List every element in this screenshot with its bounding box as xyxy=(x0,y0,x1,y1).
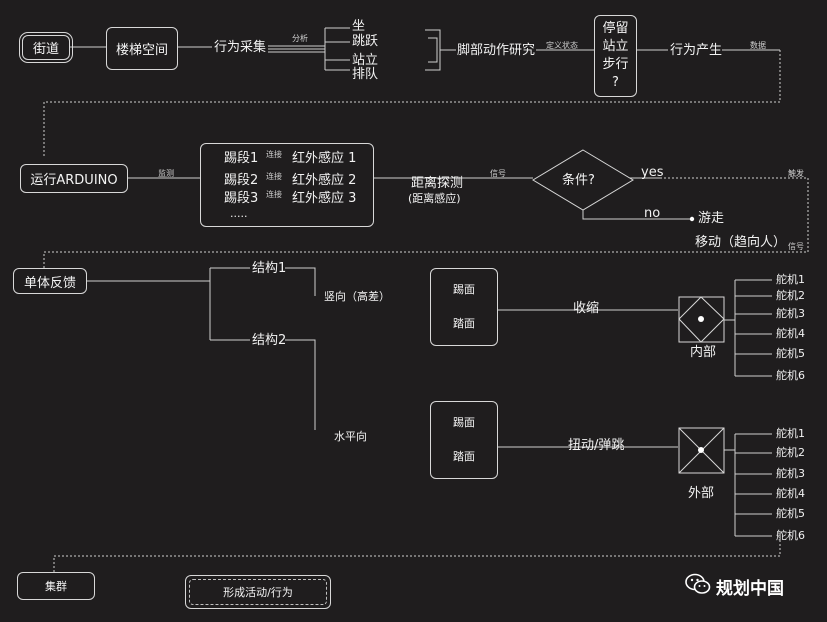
arduino-label: 运行ARDUINO xyxy=(30,173,118,188)
behavior-jump: 跳跃 xyxy=(352,34,379,49)
form-activity-label: 形成活动/行为 xyxy=(223,586,293,599)
servo-b6: 舵机6 xyxy=(776,529,805,542)
behavior-collect-label: 行为采集 xyxy=(214,40,267,55)
step-face-node-2: 踢面 踏面 xyxy=(430,401,498,479)
behavior-produce-label: 行为产生 xyxy=(670,43,723,58)
connect-label-3: 连接 xyxy=(266,190,282,199)
form-activity-node: 形成活动/行为 xyxy=(185,575,331,609)
walk-away-label: 游走 xyxy=(698,211,725,226)
state-stay: 停留 xyxy=(602,21,629,37)
watermark-text: 规划中国 xyxy=(716,579,784,599)
unit-feedback-label: 单体反馈 xyxy=(23,275,76,291)
states-node: 停留 站立 步行 ? xyxy=(594,15,637,97)
servo-b1: 舵机1 xyxy=(776,427,805,440)
servo-b4: 舵机4 xyxy=(776,487,805,500)
servo-a2: 舵机2 xyxy=(776,289,805,302)
sensor-2: 红外感应 2 xyxy=(292,173,357,188)
sensor-group-node xyxy=(200,143,374,227)
twist-jump-label: 扭动/弹跳 xyxy=(568,438,625,453)
arduino-node: 运行ARDUINO xyxy=(20,164,128,193)
stair-space-node: 楼梯空间 xyxy=(106,27,178,70)
connect-label-1: 连接 xyxy=(266,150,282,159)
move-toward-label: 移动（趋向人） xyxy=(695,235,787,250)
step-3: 踢段3 xyxy=(224,191,259,206)
servo-a3: 舵机3 xyxy=(776,307,805,320)
servo-a4: 舵机4 xyxy=(776,327,805,340)
monitor-label: 监测 xyxy=(158,169,174,178)
sensor-1: 红外感应 1 xyxy=(292,151,357,166)
state-stand: 站立 xyxy=(602,39,629,55)
step-face-node-1: 踢面 踏面 xyxy=(430,268,498,346)
struct2-label: 结构2 xyxy=(252,333,287,348)
servo-b3: 舵机3 xyxy=(776,467,805,480)
servo-a6: 舵机6 xyxy=(776,369,805,382)
define-state-label: 定义状态 xyxy=(546,41,578,50)
stair-space-label: 楼梯空间 xyxy=(115,43,168,58)
shrink-label: 收缩 xyxy=(573,301,600,316)
state-unknown: ? xyxy=(612,75,619,91)
cluster-node: 集群 xyxy=(17,572,95,600)
condition-label: 条件? xyxy=(562,173,595,188)
street-label: 街道 xyxy=(32,42,59,57)
cluster-label: 集群 xyxy=(45,580,67,593)
riser-label-2: 踢面 xyxy=(453,416,475,430)
step-2: 踢段2 xyxy=(224,173,259,188)
state-walk: 步行 xyxy=(602,57,629,73)
servo-b5: 舵机5 xyxy=(776,507,805,520)
wechat-icon xyxy=(685,573,711,594)
yes-label: yes xyxy=(641,165,664,180)
outer-label: 外部 xyxy=(688,486,715,501)
distance-sub-label: (距离感应) xyxy=(408,192,461,205)
behavior-stand: 站立 xyxy=(352,53,379,68)
tread-label-2: 踏面 xyxy=(453,450,475,464)
dots-label: ..... xyxy=(230,207,248,220)
unit-feedback-node: 单体反馈 xyxy=(13,268,87,294)
step-1: 踢段1 xyxy=(224,151,259,166)
struct1-label: 结构1 xyxy=(252,261,287,276)
behavior-queue: 排队 xyxy=(352,67,379,82)
behavior-sit: 坐 xyxy=(352,19,366,34)
servo-a1: 舵机1 xyxy=(776,273,805,286)
connect-label-2: 连接 xyxy=(266,172,282,181)
trigger-label: 触发 xyxy=(788,169,804,178)
foot-research-label: 脚部动作研究 xyxy=(457,43,536,58)
tread-label-1: 踏面 xyxy=(453,317,475,331)
servo-b2: 舵机2 xyxy=(776,446,805,459)
riser-label-1: 踢面 xyxy=(453,283,475,297)
vertical-label: 竖向（高差） xyxy=(324,290,390,303)
signal2-label: 信号 xyxy=(788,242,804,251)
sensor-3: 红外感应 3 xyxy=(292,191,357,206)
signal-label: 信号 xyxy=(490,169,506,178)
horizontal-label: 水平向 xyxy=(334,430,367,443)
inner-label: 内部 xyxy=(690,345,717,360)
no-label: no xyxy=(644,206,661,221)
analysis-label: 分析 xyxy=(292,34,308,43)
street-node: 街道 xyxy=(19,32,73,63)
data-label: 数据 xyxy=(750,41,766,50)
servo-a5: 舵机5 xyxy=(776,347,805,360)
distance-label: 距离探测 xyxy=(411,176,464,191)
